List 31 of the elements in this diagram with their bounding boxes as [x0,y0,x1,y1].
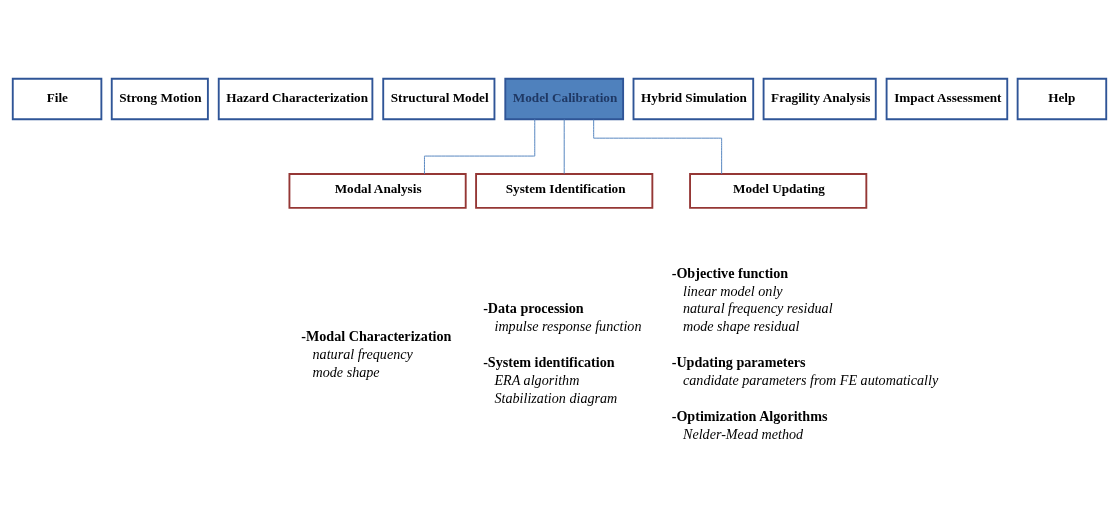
node-box: Impact Assessment [885,77,1009,120]
node-label: mode shape residual [682,317,800,334]
node-box: Help [1016,77,1108,120]
node-box: Hybrid Simulation [632,77,755,120]
node-label: ERA algorithm [494,371,580,388]
node-label: -Objective function [671,264,789,281]
node-box: Structural Model [382,77,496,120]
node-label: mode shape [312,363,380,380]
node-box: Strong Motion [110,77,209,120]
node-box: Fragility Analysis [762,77,877,120]
node-label: Stabilization diagram [494,389,618,406]
node-box: Model Updating [689,172,868,209]
node-label: -System identification [483,353,615,370]
node-label: linear model only [682,282,783,299]
node-label: natural frequency residual [682,299,833,316]
node-box: System Identification [475,172,654,209]
node-label: -Optimization Algorithms [671,407,828,424]
node-box: Hazard Characterization [217,77,374,120]
connector [563,118,565,174]
node-label: -Modal Characterization [301,327,452,344]
connector [424,118,536,174]
connector [593,118,723,174]
node-label: Nelder-Mead method [682,425,804,442]
node-label: -Data procession [483,299,584,316]
node-label: impulse response function [494,317,642,334]
node-box: Model Calibration [504,77,625,120]
node-box: File [11,77,103,120]
node-label: natural frequency [312,345,413,362]
node-label: candidate parameters from FE automatically [682,371,939,388]
node-box: Modal Analysis [288,172,467,209]
node-label: -Updating parameters [671,353,806,370]
